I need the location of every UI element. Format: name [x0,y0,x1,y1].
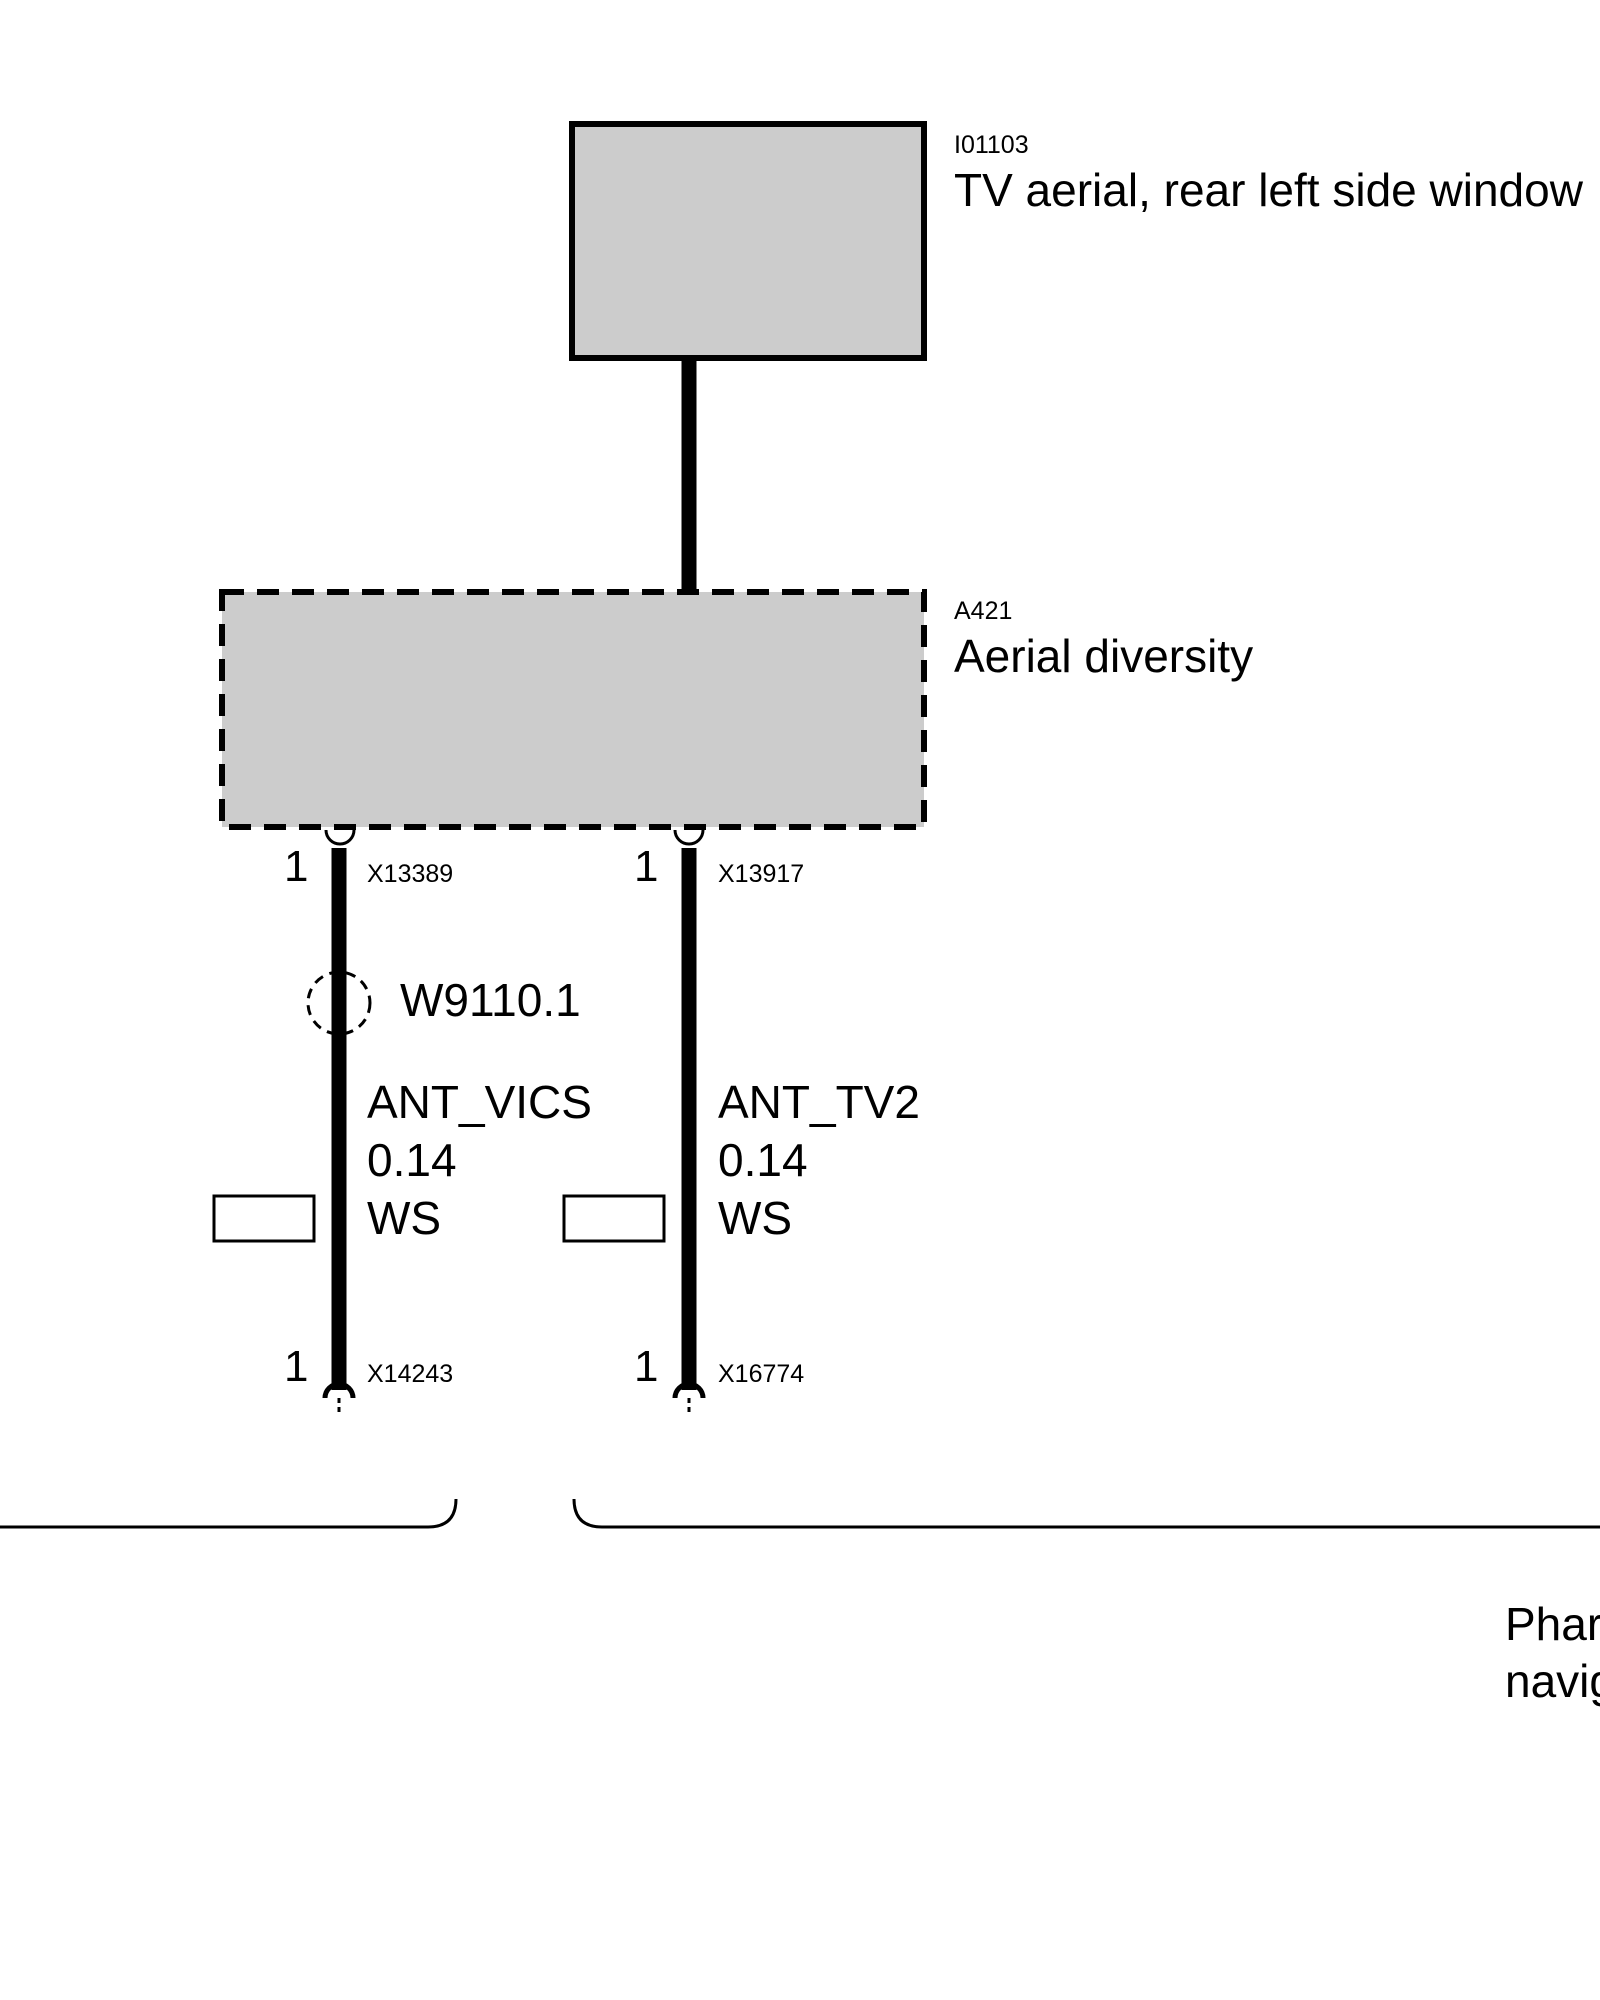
tv-aerial-label: TV aerial, rear left side window [954,164,1584,216]
pin-bottom-number: 1 [284,1342,308,1391]
pin-bottom-number: 1 [634,1342,658,1391]
connector-bottom-plug [322,1381,356,1399]
pin-top-number: 1 [284,842,308,891]
wire-ant-tv2: 1 X13917 ANT_TV2 0.14 WS 1 X16774 [562,829,920,1412]
bottom-component-bracket-right [572,1498,1600,1529]
wire-color-swatch [562,1194,666,1243]
connector-bottom-id: X14243 [367,1360,453,1388]
connector-top-id: X13389 [367,860,453,888]
wire-cross-section: 0.14 [718,1134,808,1186]
wire-cross-section: 0.14 [367,1134,457,1186]
wire-signal-name: ANT_VICS [367,1076,592,1128]
shield-icon [306,970,372,1036]
tv-aerial-box [569,121,927,361]
aerial-diversity-id: A421 [954,597,1012,625]
wire-color: WS [367,1192,441,1244]
connector-top-socket [673,829,705,846]
bottom-component-name-line1: Phar [1505,1598,1600,1650]
bottom-component-bracket-left [0,1498,458,1529]
connector-bottom-plug [672,1381,706,1399]
wire-color-swatch [212,1194,316,1243]
aerial-diversity-label: Aerial diversity [954,630,1253,682]
pin-top-number: 1 [634,842,658,891]
aerial-diversity-box [219,589,927,830]
wire-color: WS [718,1192,792,1244]
bottom-component-name-line2: navig [1505,1655,1600,1707]
tv-aerial-id: I01103 [954,131,1029,159]
wire-signal-name: ANT_TV2 [718,1076,920,1128]
shield-id: W9110.1 [400,974,581,1026]
connector-top-socket [324,829,356,846]
wire-ant-vics: 1 X13389 W9110.1 ANT_VICS 0.14 WS 1 X142… [212,829,592,1412]
connector-bottom-id: X16774 [718,1360,804,1388]
connector-top-id: X13917 [718,860,804,888]
